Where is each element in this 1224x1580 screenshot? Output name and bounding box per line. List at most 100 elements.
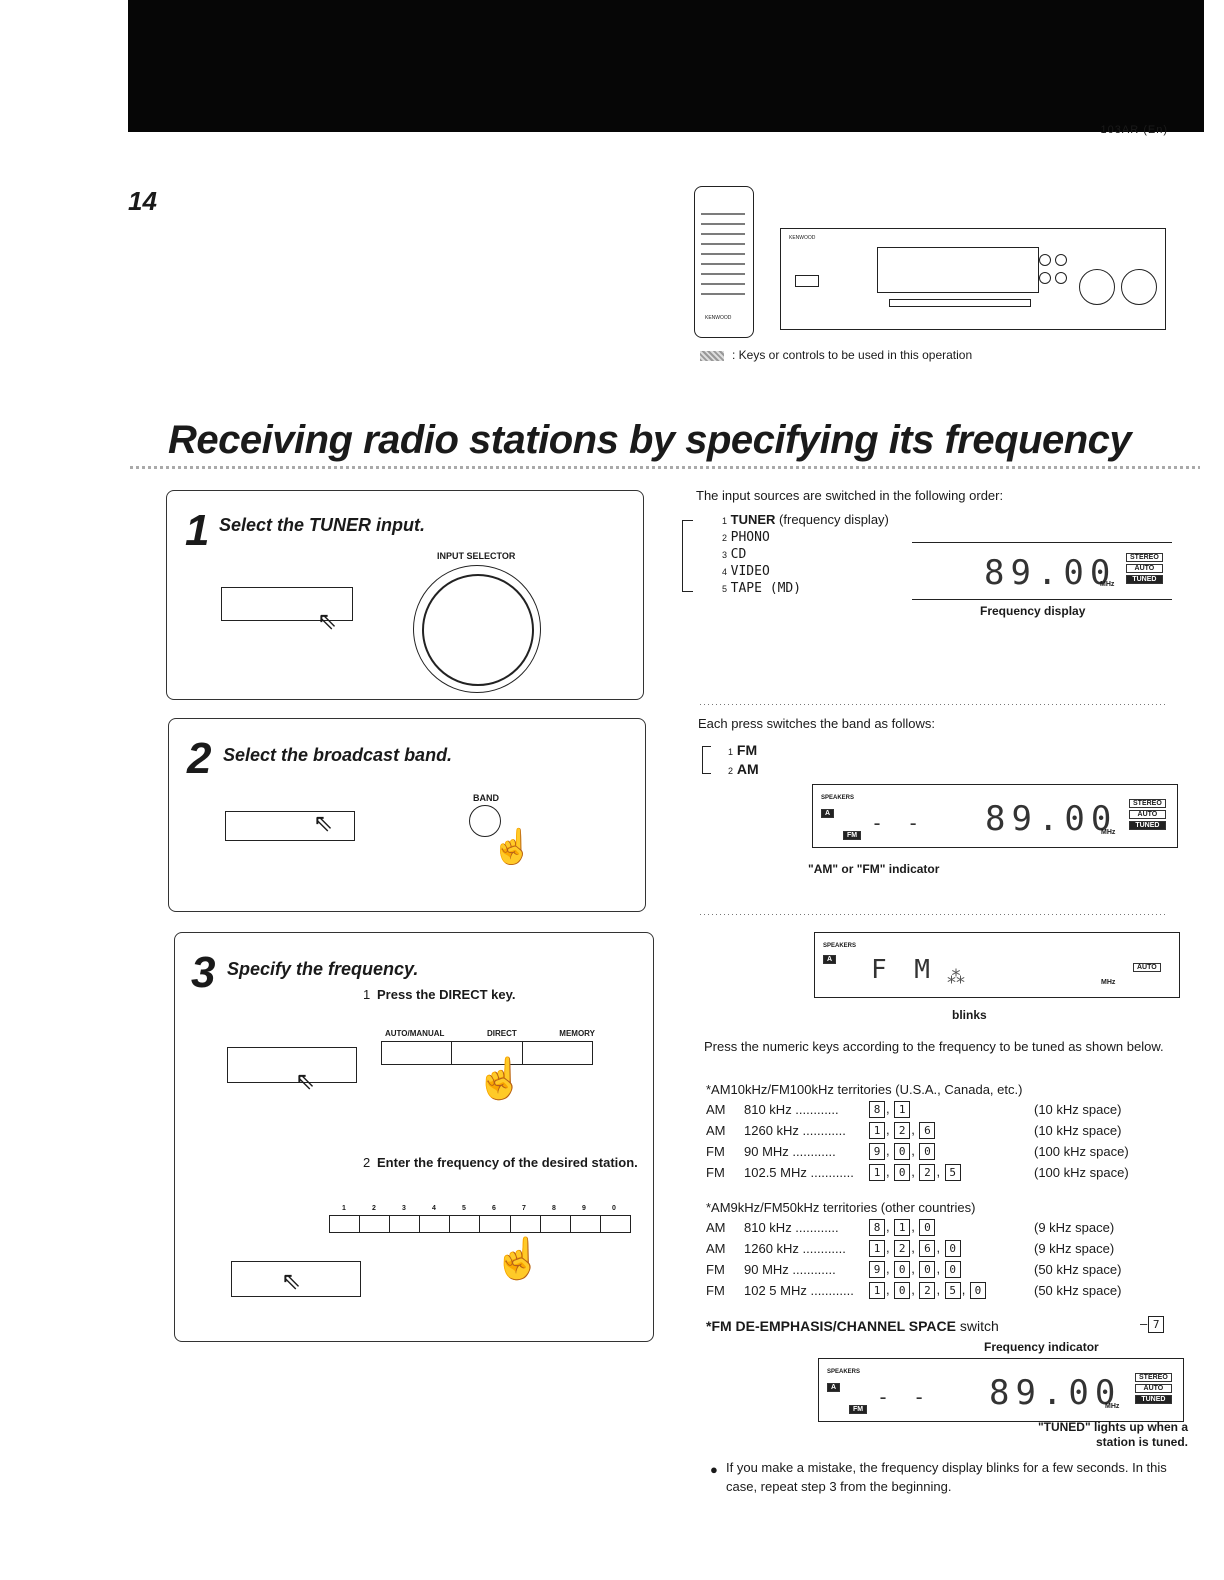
top-key-labels: AUTO/MANUAL DIRECT MEMORY (385, 1029, 595, 1038)
press-arrow-icon: ⇖ (281, 1268, 302, 1295)
receiver-button-row-icon (889, 299, 1031, 307)
input-selector-knob[interactable] (413, 565, 541, 693)
input-4-label: VIDEO (730, 564, 770, 579)
band-button[interactable] (469, 805, 501, 837)
display-indicators: STEREO AUTO TUNED (1135, 1373, 1172, 1406)
numeric-key[interactable] (360, 1216, 391, 1232)
numeric-key-label: 0 (612, 1205, 616, 1212)
pointing-hand-icon: ☝ (475, 1057, 525, 1101)
auto-indicator: AUTO (1135, 1384, 1172, 1393)
auto-manual-label: AUTO/MANUAL (385, 1029, 445, 1038)
input-2-num: 2 (722, 533, 728, 543)
display-unit: MHz (1101, 979, 1116, 986)
numeric-key-icon: 0 (919, 1143, 936, 1160)
highlight-swatch-icon (700, 350, 724, 361)
numeric-key-icon: 1 (869, 1122, 885, 1139)
receiver-display-icon (877, 247, 1039, 293)
numeric-key[interactable] (420, 1216, 451, 1232)
speakers-label: SPEAKERS (821, 795, 855, 801)
step-3-title: Specify the frequency. (227, 959, 419, 979)
frequency-display-1: 89.00 MHz STEREO AUTO TUNED (912, 542, 1172, 600)
input-1-label: TUNER (730, 512, 776, 527)
receiver-thumbnail-icon (225, 811, 355, 841)
step-1-panel: 1 Select the TUNER input. ⇖ INPUT SELECT… (166, 490, 644, 700)
remote-control-illustration: KENWOOD (694, 186, 754, 338)
legend: : Keys or controls to be used in this op… (700, 348, 972, 362)
legend-text: : Keys or controls to be used in this op… (732, 348, 973, 362)
display-frequency: 89.00 (984, 553, 1117, 593)
numeric-key[interactable] (571, 1216, 601, 1232)
numeric-key[interactable] (541, 1216, 571, 1232)
key-sequence: 1, 0, 2, 5, 0 (868, 1282, 987, 1299)
numeric-key-icon: 6 (919, 1240, 936, 1257)
knob-inner-ring (422, 574, 534, 686)
numeric-key-label: 2 (372, 1205, 376, 1212)
bullet-icon: ● (710, 1462, 718, 1477)
frequency-display-caption: Frequency display (980, 604, 1086, 618)
speaker-a-indicator: A (823, 955, 837, 964)
key-sequence: 8, 1 (868, 1101, 911, 1118)
remote-keypad (701, 209, 745, 299)
key-sequence: 1, 0, 2, 5 (868, 1164, 962, 1181)
stereo-indicator: STEREO (1129, 799, 1166, 808)
numeric-key-icon: 0 (894, 1143, 911, 1160)
band-cell: AM (706, 1220, 726, 1235)
page-reference: –7 (1140, 1316, 1165, 1333)
display-dashes: - - (871, 811, 926, 835)
frequency-cell: 102.5 MHz ............ (744, 1165, 854, 1180)
space-cell: (9 kHz space) (1034, 1220, 1115, 1235)
band-1-label: FM (736, 742, 758, 758)
direct-key[interactable] (452, 1042, 523, 1064)
page-title: Receiving radio stations by specifying i… (168, 418, 1132, 462)
band-cell: FM (706, 1144, 725, 1159)
numeric-key-icon: 0 (944, 1261, 961, 1278)
memory-label: MEMORY (559, 1029, 595, 1038)
numeric-key-icon: 2 (919, 1282, 936, 1299)
frequency-display-2: SPEAKERS A FM - - 89.00 MHz STEREO AUTO … (812, 784, 1178, 848)
section-divider (700, 704, 1168, 705)
numeric-key[interactable] (480, 1216, 511, 1232)
numeric-key[interactable] (390, 1216, 421, 1232)
numeric-key[interactable] (330, 1216, 361, 1232)
pointing-hand-icon: ☝ (491, 828, 534, 866)
key-sequence: 9, 0, 0 (868, 1143, 936, 1160)
numeric-key-icon: 8 (869, 1101, 885, 1118)
fm-indicator: FM (843, 831, 862, 840)
speakers-label: SPEAKERS (827, 1369, 861, 1375)
numeric-key-icon: 2 (894, 1240, 911, 1257)
space-cell: (10 kHz space) (1034, 1102, 1122, 1117)
band-cell: AM (706, 1123, 726, 1138)
display-fm-text: F M (871, 955, 936, 985)
frequency-cell: 1260 kHz ............ (744, 1241, 846, 1256)
band-intro: Each press switches the band as follows: (698, 716, 936, 731)
speaker-a-indicator: A (827, 1383, 841, 1392)
band-cell: FM (706, 1262, 725, 1277)
numeric-key-label: 8 (552, 1205, 556, 1212)
numeric-key-icon: 0 (919, 1219, 936, 1236)
auto-manual-key[interactable] (382, 1042, 453, 1064)
band-2-num: 2 (728, 766, 734, 776)
numeric-key[interactable] (450, 1216, 481, 1232)
memory-key[interactable] (523, 1042, 592, 1064)
step-1-title: Select the TUNER input. (219, 515, 426, 535)
numeric-key-icon: 0 (919, 1261, 936, 1278)
numeric-key[interactable] (601, 1216, 630, 1232)
stereo-indicator: STEREO (1135, 1373, 1172, 1382)
group-2-title: *AM9kHz/FM50kHz territories (other count… (706, 1200, 976, 1215)
band-cell: AM (706, 1102, 726, 1117)
key-sequence: 1, 2, 6, 0 (868, 1240, 962, 1257)
numeric-key-row (329, 1215, 631, 1233)
space-cell: (100 kHz space) (1034, 1144, 1129, 1159)
space-cell: (10 kHz space) (1034, 1123, 1122, 1138)
remote-brand: KENWOOD (705, 315, 732, 321)
volume-knob-icon (1079, 269, 1115, 305)
numeric-key-icon: 0 (894, 1261, 911, 1278)
press-arrow-icon: ⇖ (317, 608, 338, 635)
step-1-number: 1 (185, 506, 210, 555)
tuned-indicator: TUNED (1135, 1395, 1172, 1404)
numeric-key[interactable] (511, 1216, 541, 1232)
top-key-row (381, 1041, 593, 1065)
input-order-list: 1 TUNER (frequency display) 2 PHONO 3 CD… (722, 512, 889, 597)
numeric-key-icon: 5 (944, 1164, 961, 1181)
